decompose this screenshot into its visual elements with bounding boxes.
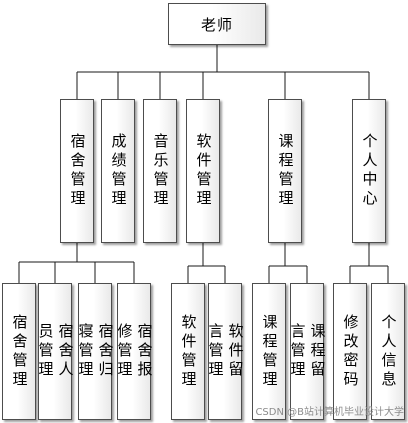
module-music-management: 音乐管理 [143,99,177,243]
submodule-dorm-return-management: 宿舍归 寝管理 [76,283,115,420]
label-part-2: 言管理 [288,323,307,380]
label-part-2: 修管理 [115,323,134,380]
module-label: 成绩管理 [109,133,128,209]
submodule-personal-info: 个人信息 [371,283,405,420]
submodule-dorm-repair-management: 宿舍报 修管理 [115,283,154,420]
submodule-change-password: 修改密码 [333,283,367,420]
module-label: 软件管理 [194,133,213,209]
submodule-course-management: 课程管理 [252,283,286,420]
module-dorm-management: 宿舍管理 [60,99,94,243]
module-personal-center: 个人中心 [352,99,386,243]
module-label: 宿舍管理 [68,133,87,209]
split-label: 宿舍归 寝管理 [76,323,115,380]
watermark: CSDN @B站计算机毕业设计大学 [255,407,404,418]
module-grade-management: 成绩管理 [101,99,135,243]
submodule-course-comment-management: 课程留 言管理 [288,283,327,420]
root-node-teacher: 老师 [168,3,266,45]
submodule-label: 课程管理 [260,313,279,390]
label-part-2: 言管理 [206,323,225,380]
module-course-management: 课程管理 [268,99,302,243]
submodule-label: 修改密码 [341,313,360,390]
split-label: 宿舍人 员管理 [36,323,75,380]
label-part-1: 宿舍报 [135,323,154,380]
submodule-label: 个人信息 [379,313,398,390]
module-software-management: 软件管理 [186,99,220,243]
label-part-1: 宿舍归 [96,323,115,380]
split-label: 课程留 言管理 [288,323,327,380]
module-label: 个人中心 [360,133,379,209]
submodule-dorm-management: 宿舍管理 [2,283,36,420]
split-label: 宿舍报 修管理 [115,323,154,380]
submodule-software-management: 软件管理 [171,283,205,420]
submodule-label: 宿舍管理 [10,313,29,390]
label-part-1: 软件留 [226,323,245,380]
module-label: 音乐管理 [151,133,170,209]
label-part-1: 课程留 [308,323,327,380]
submodule-label: 软件管理 [179,313,198,390]
label-part-1: 宿舍人 [56,323,75,380]
root-label: 老师 [200,15,233,34]
label-part-2: 员管理 [36,323,55,380]
split-label: 软件留 言管理 [206,323,245,380]
label-part-2: 寝管理 [76,323,95,380]
submodule-dorm-staff-management: 宿舍人 员管理 [36,283,75,420]
submodule-software-comment-management: 软件留 言管理 [206,283,245,420]
module-label: 课程管理 [276,133,295,209]
